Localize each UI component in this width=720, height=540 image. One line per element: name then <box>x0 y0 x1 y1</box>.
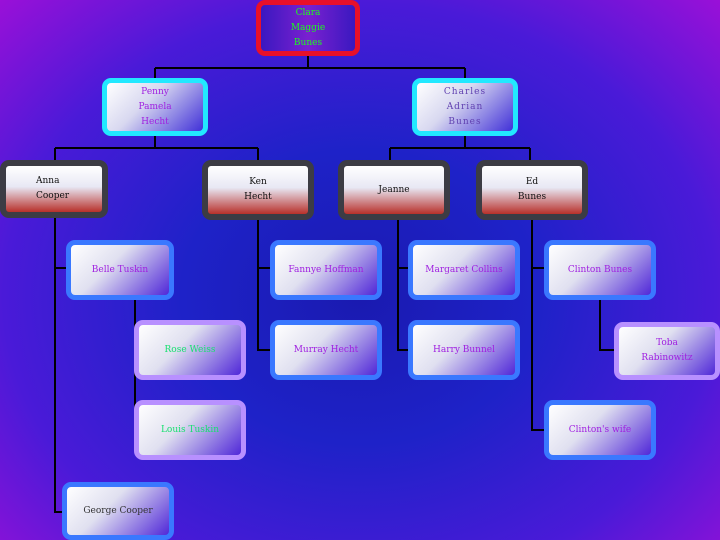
node-label-line: Anna <box>36 176 60 186</box>
node-label-line: Clinton's wife <box>568 424 632 435</box>
node-label-line: Bunes <box>293 37 323 48</box>
connector-charles-children <box>389 134 531 162</box>
node-clintons-wife: Clinton's wife <box>544 400 656 460</box>
node-label-line: Murray Hecht <box>293 344 359 355</box>
node-belle-tuskin: Belle Tuskin <box>66 240 174 300</box>
connector-ken-children <box>257 218 272 351</box>
node-label-line: Penny <box>141 86 169 97</box>
node-label-line: Hecht <box>141 116 169 127</box>
node-louis-tuskin: Louis Tuskin <box>134 400 246 460</box>
node-label-line: George Cooper <box>83 505 153 516</box>
node-label-line: Hecht <box>244 192 272 202</box>
node-label-line: Maggie <box>290 22 326 33</box>
node-label-line: Bunes <box>517 192 547 202</box>
node-clinton-bunes: Clinton Bunes <box>544 240 656 300</box>
node-label-line: Ken <box>249 177 267 187</box>
node-label-line: Rabinowitz <box>641 353 693 363</box>
connector-anna-children <box>54 212 68 513</box>
node-label-line: Charles <box>443 86 487 97</box>
node-margaret-collins: Margaret Collins <box>408 240 520 300</box>
node-murray-hecht: Murray Hecht <box>270 320 382 380</box>
node-label-line: Harry Bunnel <box>433 344 495 355</box>
node-toba-rabinowitz: Toba Rabinowitz <box>614 322 720 380</box>
node-ed-bunes: Ed Bunes <box>476 160 588 220</box>
node-label-line: Margaret Collins <box>425 264 503 275</box>
node-label-line: Ed <box>525 177 539 187</box>
node-charles-adrian-bunes: Charles Adrian Bunes <box>412 78 518 136</box>
node-fannye-hoffman: Fannye Hoffman <box>270 240 382 300</box>
node-penny-pamela-hecht: Penny Pamela Hecht <box>102 78 208 136</box>
connector-clinton-children <box>599 298 618 351</box>
node-harry-bunnel: Harry Bunnel <box>408 320 520 380</box>
node-george-cooper: George Cooper <box>62 482 174 540</box>
node-label-line: Bunes <box>448 116 482 127</box>
node-anna-cooper: Anna Cooper <box>0 160 108 218</box>
node-jeanne: Jeanne <box>338 160 450 220</box>
node-label-line: Cooper <box>36 191 70 201</box>
node-label-line: Jeanne <box>378 184 410 195</box>
node-clara-maggie-bunes: Clara Maggie Bunes <box>256 0 360 56</box>
connector-ed-children <box>531 218 545 431</box>
node-label-line: Louis Tuskin <box>160 424 220 435</box>
node-ken-hecht: Ken Hecht <box>202 160 314 220</box>
node-label-line: Belle Tuskin <box>91 264 149 275</box>
node-label-line: Adrian <box>446 101 484 112</box>
node-label-line: Fannye Hoffman <box>288 264 364 275</box>
node-label-line: Toba <box>656 338 678 348</box>
connector-root-children <box>154 50 466 80</box>
connector-penny-children <box>54 134 259 162</box>
node-label-line: Clinton Bunes <box>567 264 633 275</box>
node-rose-weiss: Rose Weiss <box>134 320 246 380</box>
node-label-line: Rose Weiss <box>164 344 216 355</box>
node-label-line: Clara <box>295 7 321 18</box>
node-label-line: Pamela <box>138 101 172 112</box>
